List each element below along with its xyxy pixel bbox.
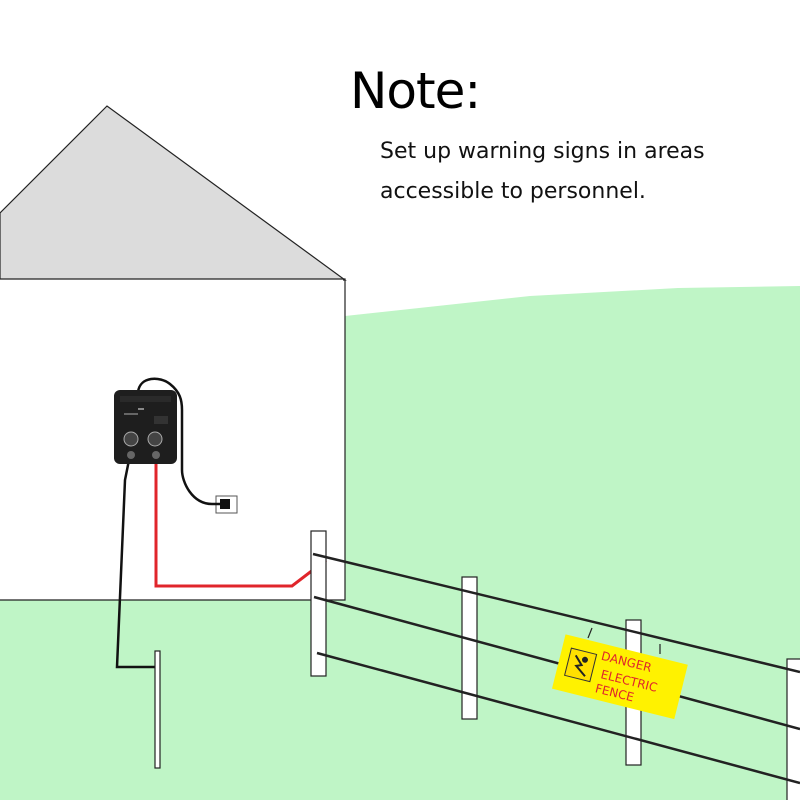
note-line-1: Set up warning signs in areas — [380, 139, 705, 164]
fence-energizer — [114, 390, 177, 464]
house-outline — [0, 278, 346, 601]
note-text: Set up warning signs in areas accessible… — [380, 132, 705, 212]
electric-shock-hazard-icon — [564, 647, 598, 683]
fence-post — [786, 658, 800, 800]
fence-wire — [313, 595, 800, 731]
house-roof — [0, 105, 347, 281]
note-line-2: accessible to personnel. — [380, 179, 646, 204]
fence-wire — [316, 651, 800, 785]
fence-post — [310, 530, 327, 677]
energizer-knob — [123, 431, 139, 447]
danger-sign: DANGER ELECTRIC FENCE — [552, 634, 688, 720]
fence-post — [461, 576, 478, 720]
fence-wire — [312, 552, 800, 674]
house — [0, 105, 347, 601]
ground-wire — [115, 454, 157, 669]
energizer-terminal — [147, 431, 163, 447]
fence-wires — [312, 552, 800, 785]
ground-rod — [154, 650, 161, 769]
power-cord — [136, 377, 222, 506]
note-title: Note: — [350, 62, 481, 120]
live-wire — [154, 455, 327, 588]
